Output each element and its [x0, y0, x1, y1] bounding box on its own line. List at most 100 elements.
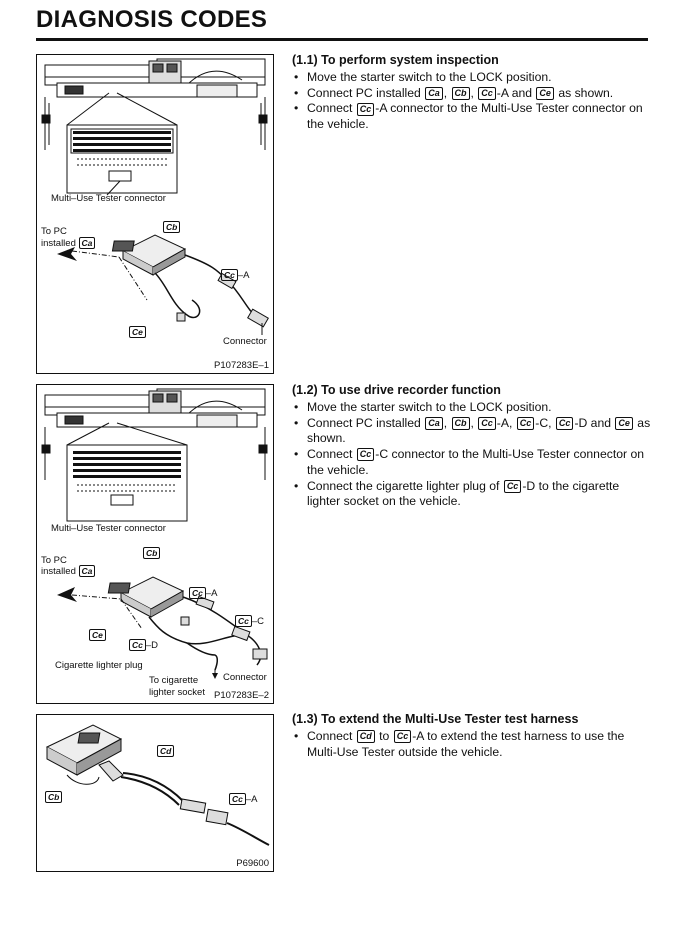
instruction-item: • Connect Cc-C connector to the Multi-Use… [292, 447, 652, 478]
to-pc-label: To PC [41, 555, 67, 566]
tag-cb-label: Cb [163, 221, 181, 233]
tag-ca: Ca [78, 237, 96, 249]
figure-code: P107283E–2 [214, 690, 269, 701]
section-extend-harness: (1.3) To extend the Multi-Use Tester tes… [292, 712, 652, 760]
tag-cb: Cb [45, 791, 63, 803]
figure-code: P107283E–1 [214, 360, 269, 371]
tag-cc-c-suffix: –C [251, 616, 265, 627]
cig-plug-label: Cigarette lighter plug [55, 660, 143, 671]
instruction-item: •Connect PC installed Ca, Cb, Cc-A, Cc-C… [292, 416, 652, 447]
instruction-text: Move the starter switch to the LOCK posi… [307, 400, 552, 414]
figure-code: P69600 [236, 858, 269, 869]
text: Connect [307, 447, 356, 462]
section-heading: (1.2) To use drive recorder function [292, 383, 501, 397]
text: , [470, 415, 478, 430]
tag: Cc [503, 479, 522, 493]
connector-label: Connector [223, 672, 267, 683]
to-cigarette-label: To cigarette [149, 675, 199, 686]
text: as shown. [554, 85, 614, 100]
section-heading: (1.1) To perform system inspection [292, 53, 499, 67]
harness-diagram [45, 724, 270, 846]
page-title: DIAGNOSIS CODES [36, 6, 268, 33]
tag-cc: Cc [221, 269, 238, 281]
instruction-item: • Move the starter switch to the LOCK pos… [292, 70, 652, 86]
tag: Ce [615, 416, 633, 430]
tag-cc-a-label: Cc–A [221, 269, 250, 281]
tag-cb: Cb [143, 547, 161, 559]
tag: Cc [555, 416, 574, 430]
section-heading: (1.3) To extend the Multi-Use Tester tes… [292, 712, 579, 726]
text: , [470, 85, 478, 100]
tag: Ca [425, 86, 443, 100]
title-rule [36, 38, 648, 41]
bullet: • [294, 447, 299, 462]
text: Connect PC installed [307, 85, 425, 100]
tag-cc-a: Cc [189, 587, 206, 599]
text: , [443, 415, 451, 430]
instruction-item: • Move the starter switch to the LOCK pos… [292, 400, 652, 416]
tag-cc: Cc [229, 793, 246, 805]
tag-cb-label: Cb [45, 791, 63, 803]
connector-label: Connector [223, 336, 267, 347]
bullet: • [294, 70, 299, 84]
tag-cd-label: Cd [157, 745, 175, 757]
tag: Cc [356, 448, 375, 462]
installed-text: installed [41, 238, 76, 249]
bullet: • [294, 85, 299, 100]
text: -C, [535, 415, 555, 430]
text: Connect PC installed [307, 415, 425, 430]
section-system-inspection: (1.1) To perform system inspection • Move… [292, 53, 652, 133]
text: -A to extend the test harness to use the… [307, 729, 625, 759]
section-drive-recorder: (1.2) To use drive recorder function • Mo… [292, 383, 652, 510]
connector-caption: Multi–Use Tester connector [51, 523, 166, 534]
tag: Cc [478, 86, 496, 100]
bullet: • [294, 400, 299, 414]
tag-cc-d: Cc [129, 639, 146, 651]
instruction-item: •Connect PC installed Ca, Cb, Cc-A and C… [292, 86, 652, 102]
tag-cc-c-label: Cc–C [235, 615, 264, 627]
text: as shown. [307, 415, 651, 446]
tag-cc-suffix: –A [245, 794, 258, 805]
bullet: • [294, 478, 299, 493]
tag-ce-label: Ce [129, 326, 146, 338]
instruction-item: •Connect the cigarette lighter plug of C… [292, 479, 652, 510]
tag: Cb [451, 86, 470, 100]
installed-label: installed Ca [41, 237, 96, 249]
text: to [375, 729, 393, 743]
tag-cc-d-label: Cc–D [129, 639, 158, 651]
text: -A connector to the Multi-Use Tester con… [307, 101, 643, 132]
text: Connect [307, 729, 356, 743]
instruction-item: •Connect Cc-A connector to the Multi-Use… [292, 101, 652, 132]
tag-cc-a-label: Cc–A [229, 793, 258, 805]
tag: Cc [356, 102, 375, 116]
tag-cc-d-suffix: –D [145, 640, 159, 651]
tag: Cc [393, 730, 412, 744]
figure-drive-recorder: Multi–Use Tester connector To PC install… [36, 384, 274, 704]
connector-caption: Multi–Use Tester connector [51, 193, 166, 204]
tag-ce: Ce [129, 326, 146, 338]
tag-cc-c: Cc [235, 615, 252, 627]
installed-label: installed Ca [41, 565, 96, 577]
bullet: • [294, 729, 299, 743]
text: -C connector to the Multi-Use Tester con… [307, 447, 644, 477]
tag: Cd [356, 730, 375, 744]
text: , [443, 85, 451, 100]
instruction-list: • Move the starter switch to the LOCK pos… [292, 70, 652, 133]
tag-ce: Ce [89, 629, 106, 641]
tag-ca: Ca [78, 565, 96, 577]
text: -D and [574, 415, 615, 430]
tag-ce-label: Ce [89, 629, 106, 641]
tag: Ca [425, 416, 443, 430]
dashboard-diagram-2 [41, 388, 268, 679]
tag: Ce [536, 86, 554, 100]
tag-cb-label: Cb [143, 547, 161, 559]
bullet: • [294, 415, 299, 430]
lighter-socket-label: lighter socket [149, 687, 205, 698]
instruction-list: • Move the starter switch to the LOCK pos… [292, 400, 652, 510]
tag: Cb [451, 416, 470, 430]
instruction-item: • Connect Cd to Cc-A to extend the test h… [292, 729, 652, 760]
text: -D to the cigarette lighter socket on th… [307, 478, 620, 509]
instruction-text: Move the starter switch to the LOCK posi… [307, 70, 552, 84]
tag-cc-a-suffix: –A [205, 588, 218, 599]
figure-system-inspection: Multi–Use Tester connector To PC install… [36, 54, 274, 374]
